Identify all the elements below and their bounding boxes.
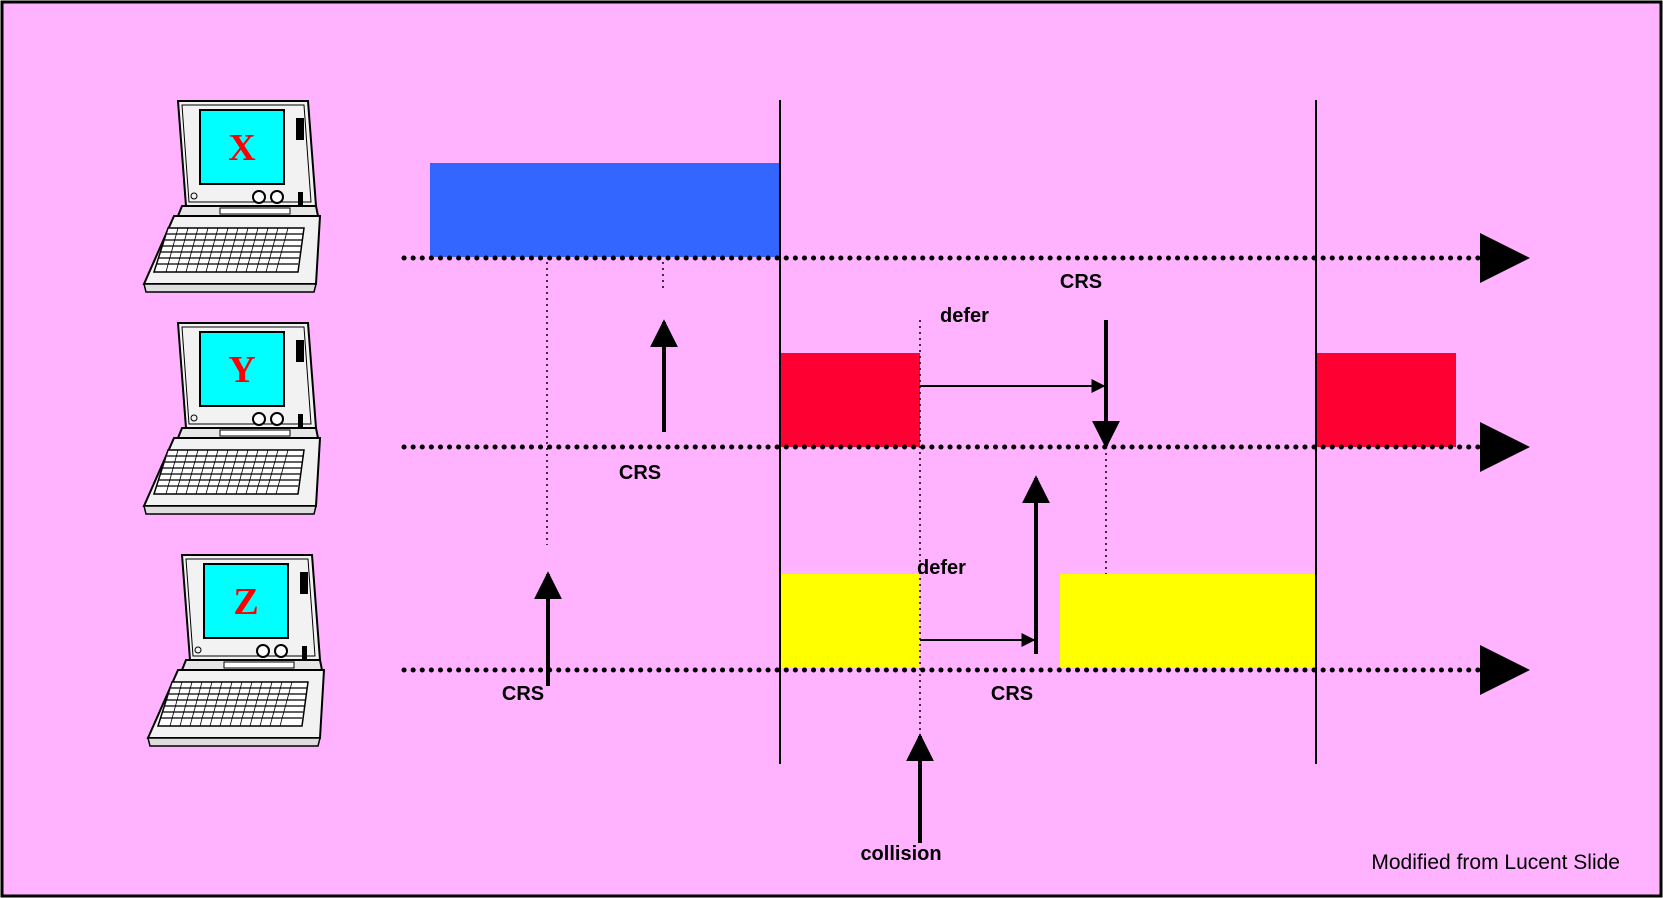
station-y: Y bbox=[143, 322, 321, 515]
station-y-label: Y bbox=[228, 349, 255, 391]
crs-label-z-right: CRS bbox=[991, 683, 1033, 705]
station-x: X bbox=[143, 100, 321, 293]
x-frame bbox=[430, 163, 780, 257]
credit-text: Modified from Lucent Slide bbox=[1371, 851, 1620, 874]
z-frame-1 bbox=[780, 574, 920, 668]
collision-label: collision bbox=[860, 843, 941, 865]
crs-label-z-left: CRS bbox=[502, 683, 544, 705]
defer-label-y: defer bbox=[940, 305, 989, 327]
station-z: Z bbox=[147, 554, 325, 747]
z-frame-2 bbox=[1060, 574, 1316, 668]
crs-label-x: CRS bbox=[1060, 271, 1102, 293]
station-z-label: Z bbox=[233, 581, 258, 623]
y-frame-2 bbox=[1316, 353, 1456, 447]
crs-label-y: CRS bbox=[619, 462, 661, 484]
y-frame-1 bbox=[780, 353, 920, 447]
station-x-label: X bbox=[228, 127, 255, 169]
defer-label-z: defer bbox=[917, 557, 966, 579]
